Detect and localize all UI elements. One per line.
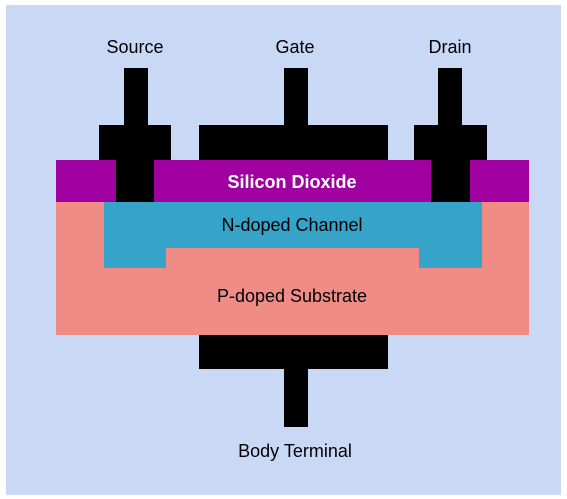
n-channel-strip: [104, 202, 482, 248]
body-terminal-label: Body Terminal: [238, 441, 352, 461]
drain-contact-plug: [431, 160, 470, 202]
drain-pin: [438, 68, 462, 125]
gate-electrode: [199, 125, 388, 160]
source-contact-plug: [116, 160, 154, 202]
body-pin: [284, 369, 308, 427]
n-channel-label: N-doped Channel: [221, 215, 363, 235]
source-label: Source: [106, 37, 164, 57]
source-pin: [124, 68, 148, 125]
gate-label: Gate: [275, 37, 315, 57]
drain-contact-head: [414, 125, 487, 160]
drain-label: Drain: [428, 37, 472, 57]
p-substrate-label: P-doped Substrate: [216, 286, 368, 306]
silicon-dioxide-label: Silicon Dioxide: [227, 172, 357, 192]
source-n-well: [104, 248, 166, 268]
gate-pin: [284, 68, 308, 125]
drain-n-well: [419, 248, 482, 268]
source-contact-head: [99, 125, 171, 160]
body-electrode: [199, 335, 388, 369]
